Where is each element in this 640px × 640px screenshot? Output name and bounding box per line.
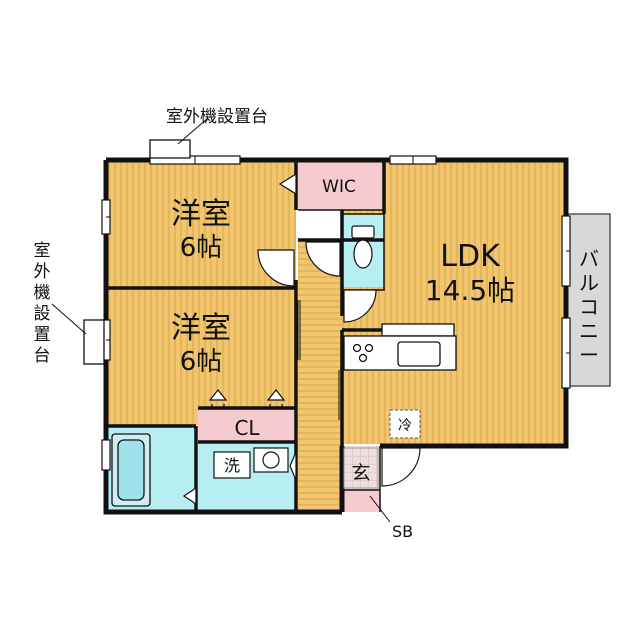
sliding-door-marks [297,300,342,420]
outdoor-unit-top-label: 室外機設置台 [166,107,268,127]
bedroom-upper-size: 6帖 [180,233,223,263]
outer-walls [103,157,569,515]
ldk-name: LDK [440,239,501,274]
svg-text:外: 外 [34,262,51,282]
sb-label: SB [392,522,413,541]
entrance-floor [342,446,380,490]
balcony-floor [565,213,611,387]
washroom-label: 洗 [224,456,240,475]
hallway-floor [298,240,342,512]
svg-text:ル: ル [579,271,599,295]
bedroom-lower-name: 洋室 [171,311,231,346]
svg-text:機: 機 [34,283,51,303]
window-mullions [106,156,570,354]
svg-text:ニ: ニ [579,319,599,343]
bedroom-lower-floor [106,289,296,425]
wic-floor [298,160,384,210]
outdoor-unit-left-label: 室 外 機 設 置 台 [34,241,51,366]
bedroom-upper-name: 洋室 [171,197,231,232]
svg-text:室: 室 [34,241,51,261]
svg-text:バ: バ [579,247,599,271]
balcony-label: バ ル コ ニ ー [579,247,599,367]
entrance-step [343,447,379,489]
ldk-size: 14.5帖 [425,274,515,307]
sb-floor [342,490,380,512]
entrance-label: 玄 [351,462,370,484]
svg-text:台: 台 [34,346,51,366]
wic-label: WIC [322,177,356,197]
thin-partitions [298,209,385,512]
svg-text:置: 置 [34,325,51,345]
kitchen-counter [343,323,457,371]
toilet [351,225,375,269]
fridge-label: 冷 [398,418,412,434]
doors [182,172,421,506]
fridge-space [389,409,421,439]
outdoor-unit-left [83,319,105,365]
bathtub [111,433,151,507]
washbasin [213,447,289,479]
bedroom-lower-size: 6帖 [180,347,223,377]
svg-text:設: 設 [34,304,51,324]
closet-label: CL [234,416,260,440]
svg-text:コ: コ [579,295,599,319]
closet-floor [198,410,296,442]
outdoor-unit-top [149,139,191,159]
leader-lines [51,117,391,523]
svg-text:ー: ー [579,343,599,367]
